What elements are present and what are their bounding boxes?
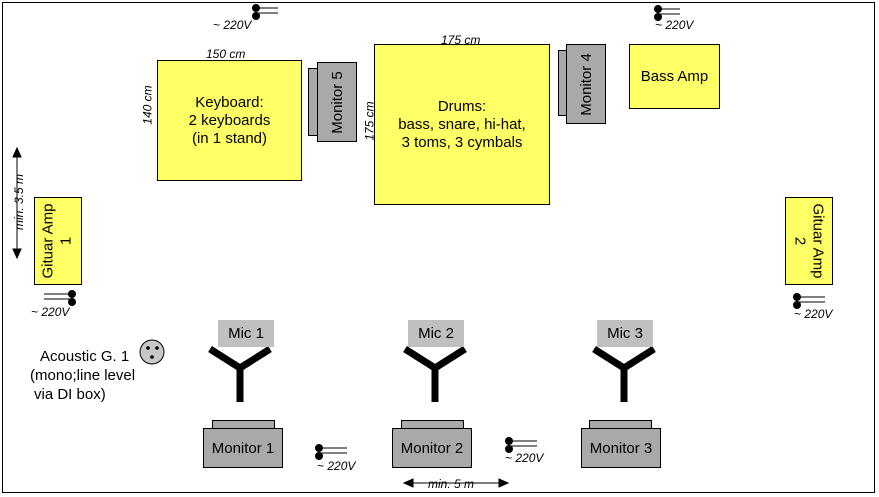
power-label: ~ 220V [794, 307, 833, 321]
min-width-label: min. 5 m [428, 477, 475, 491]
bass-amp-label: Bass Amp [640, 68, 709, 85]
mic-1-label: Mic 1 [228, 325, 264, 342]
guitar-amp-1: Gituar Amp 1 [34, 197, 82, 285]
monitor-4: Monitor 4 [566, 44, 606, 124]
power-plug-icon [654, 5, 680, 21]
guitar-amp-1-number: 1 [58, 236, 75, 246]
power-plug-icon [505, 437, 537, 453]
guitar-amp-1-title: Gituar Amp [40, 203, 57, 279]
drums-title: Drums: [437, 97, 487, 115]
bass-amp: Bass Amp [629, 44, 720, 109]
power-plug-icon [315, 444, 347, 460]
depth-arrow-icon [12, 146, 22, 260]
guitar-amp-2-number: 2 [792, 236, 809, 246]
mic-3-label: Mic 3 [607, 325, 643, 342]
keyboard-stand: Keyboard: 2 keyboards (in 1 stand) [157, 60, 302, 181]
power-plug-icon [793, 293, 825, 309]
mic-2-label: Mic 2 [418, 325, 454, 342]
drum-kit: Drums: bass, snare, hi-hat, 3 toms, 3 cy… [374, 44, 550, 205]
guitar-amp-2: Gituar Amp 2 [785, 197, 833, 285]
keyboard-depth-label: 140 cm [140, 85, 155, 125]
keyboard-detail-1: 2 keyboards [188, 111, 271, 129]
acoustic-guitar-detail-1: (mono;line level [30, 367, 136, 384]
monitor-5: Monitor 5 [317, 62, 357, 142]
di-connector-icon [139, 339, 165, 365]
monitor-1-label: Monitor 1 [211, 439, 275, 457]
power-label: ~ 220V [655, 18, 694, 32]
keyboard-title: Keyboard: [195, 93, 264, 111]
drums-width-label: 175 cm [441, 33, 481, 47]
mic-stand-2-icon [403, 346, 467, 402]
mic-stand-3-icon [592, 346, 656, 402]
monitor-5-label: Monitor 5 [328, 70, 346, 134]
keyboard-width-label: 150 cm [206, 47, 246, 61]
min-depth-label: min. 3.5 m [12, 173, 27, 231]
power-label: ~ 220V [317, 459, 356, 473]
width-arrow-icon [402, 478, 510, 488]
mic-3: Mic 3 [597, 320, 653, 347]
power-label: ~ 220V [505, 451, 544, 465]
monitor-2-label: Monitor 2 [400, 439, 464, 457]
guitar-amp-2-title: Gituar Amp [810, 203, 827, 279]
monitor-4-label: Monitor 4 [577, 52, 595, 116]
acoustic-guitar-detail-2: via DI box) [34, 386, 106, 403]
mic-2: Mic 2 [408, 320, 464, 347]
drums-detail-2: 3 toms, 3 cymbals [401, 133, 523, 151]
power-label: ~ 220V [31, 305, 70, 319]
monitor-1: Monitor 1 [203, 428, 283, 468]
monitor-2: Monitor 2 [392, 428, 472, 468]
monitor-3: Monitor 3 [581, 428, 661, 468]
drums-detail-1: bass, snare, hi-hat, [398, 115, 526, 133]
power-label: ~ 220V [213, 18, 252, 32]
power-plug-icon [44, 290, 76, 306]
acoustic-guitar-label: Acoustic G. 1 [40, 348, 130, 365]
monitor-3-label: Monitor 3 [589, 439, 653, 457]
mic-1: Mic 1 [218, 320, 274, 347]
keyboard-detail-2: (in 1 stand) [191, 129, 268, 147]
mic-stand-1-icon [208, 346, 272, 402]
power-plug-icon [252, 4, 278, 20]
